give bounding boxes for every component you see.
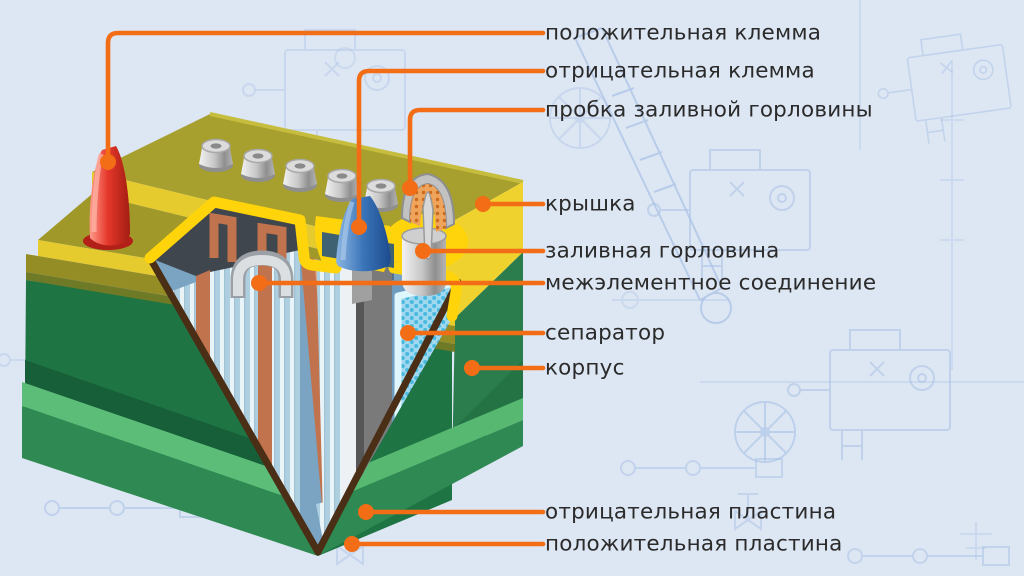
label-separator: сепаратор xyxy=(545,320,666,346)
positive-terminal xyxy=(83,146,133,250)
label-positive-terminal: положительная клемма xyxy=(545,20,822,46)
separator-sheet xyxy=(342,258,356,526)
callout-lines xyxy=(100,30,546,552)
negative-terminal xyxy=(314,196,394,272)
label-intercell-connection: межэлементное соединение xyxy=(545,270,877,296)
label-filler-plug: пробка заливной горловины xyxy=(545,97,873,123)
label-filler-neck: заливная горловина xyxy=(545,238,780,264)
positive-plates xyxy=(316,244,342,552)
label-cover: крышка xyxy=(545,191,636,217)
filler-caps xyxy=(199,138,398,212)
label-positive-plate: положительная пластина xyxy=(545,531,843,557)
label-negative-terminal: отрицательная клемма xyxy=(545,58,815,84)
label-case: корпус xyxy=(545,355,625,381)
label-negative-plate: отрицательная пластина xyxy=(545,499,837,525)
